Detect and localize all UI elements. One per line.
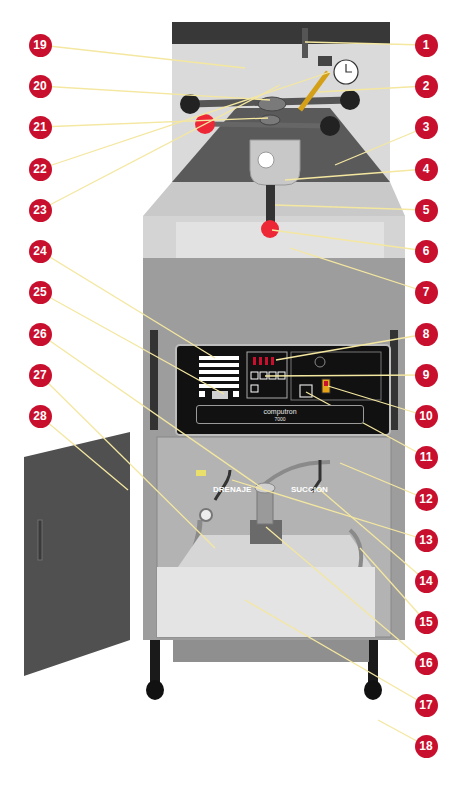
callout-circle: 8 [415, 323, 438, 346]
callout-number: 22 [33, 163, 46, 175]
callout-number: 9 [423, 369, 430, 381]
brand-text: 7000 [274, 416, 285, 422]
callout-circle: 15 [415, 611, 438, 634]
valve-label: SUCCIÓN [291, 485, 328, 494]
callout-number: 28 [33, 410, 46, 422]
gauge [334, 60, 358, 84]
callout-circle: 24 [29, 240, 52, 263]
deck-panel [176, 222, 384, 258]
leader-lines [40, 42, 426, 746]
lower-compartment [157, 437, 391, 637]
callout-circle: 9 [415, 364, 438, 387]
callout-number: 10 [419, 410, 432, 422]
brand-text: computron [263, 408, 296, 416]
callout-number: 3 [423, 121, 430, 133]
keypad [199, 356, 239, 399]
leg [150, 638, 160, 686]
hub [260, 115, 280, 125]
callout-number: 7 [423, 286, 430, 298]
leg [368, 638, 378, 686]
callout-number: 4 [423, 163, 430, 175]
callout-circle: 22 [29, 158, 52, 181]
knob [340, 90, 360, 110]
red-knob [261, 220, 279, 238]
hood-top [172, 22, 390, 44]
callout-circle: 11 [415, 446, 438, 469]
gauge-needle [346, 64, 352, 72]
tag [196, 470, 206, 476]
yoke [250, 140, 300, 185]
callout-number: 26 [33, 328, 46, 340]
callout-circle: 26 [29, 323, 52, 346]
knob [180, 94, 200, 114]
callout-number: 15 [419, 616, 432, 628]
door [24, 432, 130, 676]
side-strip [390, 330, 398, 430]
valve-label: DRENAJE [213, 485, 251, 494]
callout-circle: 19 [29, 34, 52, 57]
base-tray [173, 638, 369, 662]
spindle [266, 185, 275, 225]
deck-front [143, 216, 405, 258]
filter-pan [157, 567, 375, 637]
callout-number: 6 [423, 245, 430, 257]
callout-number: 17 [419, 699, 432, 711]
brand-plate: computron7000 [196, 405, 364, 424]
callout-number: 5 [423, 204, 430, 216]
knob [320, 116, 340, 136]
callout-number: 27 [33, 369, 46, 381]
callout-circle: 2 [415, 75, 438, 98]
callout-number: 19 [33, 39, 46, 51]
callout-circle: 23 [29, 199, 52, 222]
callout-number: 25 [33, 286, 46, 298]
callout-circle: 13 [415, 529, 438, 552]
callout-number: 13 [419, 534, 432, 546]
callout-number: 24 [33, 245, 46, 257]
gauge-mount [318, 56, 332, 66]
callout-circle: 16 [415, 652, 438, 675]
callout-circle: 28 [29, 405, 52, 428]
callout-circle: 17 [415, 694, 438, 717]
callout-circle: 6 [415, 240, 438, 263]
callout-number: 11 [420, 451, 433, 463]
callout-circle: 12 [415, 488, 438, 511]
callout-circle: 20 [29, 75, 52, 98]
callout-number: 12 [419, 493, 432, 505]
display-keys [251, 357, 285, 392]
callout-number: 18 [419, 740, 432, 752]
callout-number: 20 [33, 80, 46, 92]
callout-circle: 4 [415, 158, 438, 181]
callout-number: 14 [419, 575, 432, 587]
callout-circle: 18 [415, 735, 438, 758]
callout-circle: 10 [415, 405, 438, 428]
caster [146, 680, 164, 700]
callout-circle: 21 [29, 116, 52, 139]
switch-light [324, 381, 328, 386]
callout-circle: 7 [415, 281, 438, 304]
door-handle [38, 520, 42, 560]
valve [302, 28, 308, 58]
callout-circle: 1 [415, 34, 438, 57]
yoke-hole [258, 152, 274, 168]
callout-number: 21 [33, 121, 46, 133]
callout-number: 23 [33, 204, 46, 216]
callout-circle: 3 [415, 116, 438, 139]
panel-light [315, 357, 325, 367]
power-button [300, 385, 312, 397]
drain-fitting [200, 509, 212, 521]
callout-circle: 27 [29, 364, 52, 387]
cabinet [143, 258, 405, 640]
callout-number: 8 [423, 328, 430, 340]
callout-circle: 25 [29, 281, 52, 304]
callout-circle: 5 [415, 199, 438, 222]
caster [364, 680, 382, 700]
callout-number: 16 [419, 657, 432, 669]
callout-circle: 14 [415, 570, 438, 593]
callout-number: 1 [423, 39, 430, 51]
callout-number: 2 [423, 80, 430, 92]
